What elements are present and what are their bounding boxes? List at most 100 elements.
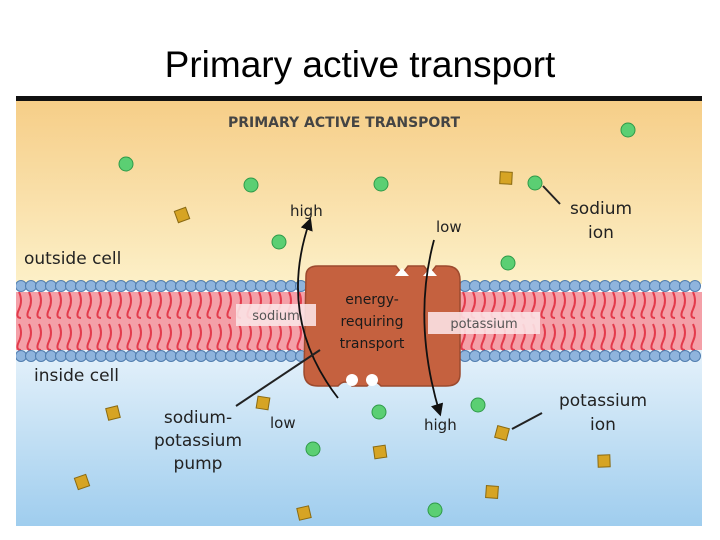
lipid-head <box>96 351 107 362</box>
sodium-tag: sodium <box>252 309 300 324</box>
lipid-head <box>236 281 247 292</box>
pump-binding-site-bottom-left <box>346 374 358 386</box>
lipid-head <box>186 281 197 292</box>
lipid-head <box>650 351 661 362</box>
arrow-high-bottom-label: high <box>424 416 457 434</box>
inside-cell-label: inside cell <box>34 366 119 386</box>
lipid-head <box>480 351 491 362</box>
lipid-head <box>236 351 247 362</box>
potassium-ion <box>486 486 499 499</box>
sodium-ion-label-line-2: ion <box>588 223 614 243</box>
potassium-ion <box>297 506 311 520</box>
lipid-head <box>530 281 541 292</box>
lipid-head <box>16 281 27 292</box>
lipid-head <box>680 351 691 362</box>
lipid-head <box>146 281 157 292</box>
lipid-head <box>166 351 177 362</box>
lipid-head <box>600 281 611 292</box>
lipid-head <box>126 281 137 292</box>
sodium-ion <box>471 398 485 412</box>
lipid-head <box>660 351 671 362</box>
lipid-head <box>540 281 551 292</box>
slide-title: Primary active transport <box>0 44 720 86</box>
lipid-head <box>690 351 701 362</box>
lipid-head <box>550 281 561 292</box>
lipid-head <box>36 281 47 292</box>
pump-label-line-3: pump <box>174 454 223 474</box>
arrow-high-top-label: high <box>290 202 323 220</box>
lipid-head <box>196 281 207 292</box>
potassium-ion-label-line-1: potassium <box>559 391 647 411</box>
lipid-head <box>216 351 227 362</box>
lipid-head <box>630 281 641 292</box>
lipid-head <box>550 351 561 362</box>
lipid-head <box>580 351 591 362</box>
lipid-head <box>470 281 481 292</box>
lipid-head <box>490 351 501 362</box>
lipid-head <box>620 281 631 292</box>
lipid-head <box>286 351 297 362</box>
lipid-head <box>460 281 471 292</box>
sodium-ion <box>528 176 542 190</box>
lipid-head <box>580 281 591 292</box>
lipid-head <box>500 351 511 362</box>
sodium-ion <box>306 442 320 456</box>
lipid-head <box>276 351 287 362</box>
sodium-ion <box>374 177 388 191</box>
arrow-low-bottom-label: low <box>270 414 296 432</box>
lipid-head <box>136 281 147 292</box>
lipid-head <box>136 351 147 362</box>
top-border <box>16 96 702 101</box>
lipid-head <box>480 281 491 292</box>
lipid-head <box>46 281 57 292</box>
lipid-head <box>246 281 257 292</box>
lipid-head <box>670 351 681 362</box>
lipid-head <box>286 281 297 292</box>
lipid-head <box>206 351 217 362</box>
lipid-head <box>256 351 267 362</box>
lipid-head <box>650 281 661 292</box>
lipid-head <box>620 351 631 362</box>
lipid-head <box>600 351 611 362</box>
lipid-head <box>630 351 641 362</box>
lipid-head <box>206 281 217 292</box>
lipid-head <box>226 281 237 292</box>
lipid-head <box>86 281 97 292</box>
lipid-head <box>530 351 541 362</box>
potassium-ion <box>373 445 387 459</box>
lipid-head <box>86 351 97 362</box>
lipid-head <box>500 281 511 292</box>
lipid-head <box>226 351 237 362</box>
lipid-head <box>610 351 621 362</box>
lipid-head <box>680 281 691 292</box>
potassium-tag: potassium <box>450 317 517 332</box>
lipid-head <box>460 351 471 362</box>
potassium-ion <box>495 426 510 441</box>
lipid-head <box>16 351 27 362</box>
lipid-head <box>570 281 581 292</box>
lipid-head <box>216 281 227 292</box>
lipid-head <box>176 351 187 362</box>
lipid-head <box>590 281 601 292</box>
lipid-head <box>36 351 47 362</box>
lipid-head <box>640 351 651 362</box>
lipid-head <box>266 281 277 292</box>
lipid-head <box>26 351 37 362</box>
lipid-head <box>256 281 267 292</box>
sodium-ion <box>244 178 258 192</box>
lipid-head <box>116 351 127 362</box>
potassium-ion <box>256 396 270 410</box>
primary-active-transport-diagram: energy- requiring transport sodium potas… <box>16 96 702 526</box>
lipid-head <box>156 281 167 292</box>
outside-cell-label: outside cell <box>24 249 121 269</box>
lipid-head <box>196 351 207 362</box>
lipid-head <box>66 351 77 362</box>
lipid-head <box>276 281 287 292</box>
lipid-head <box>266 351 277 362</box>
sodium-ion <box>372 405 386 419</box>
lipid-head <box>540 351 551 362</box>
lipid-head <box>670 281 681 292</box>
lipid-head <box>76 351 87 362</box>
lipid-head <box>560 281 571 292</box>
sodium-ion <box>272 235 286 249</box>
